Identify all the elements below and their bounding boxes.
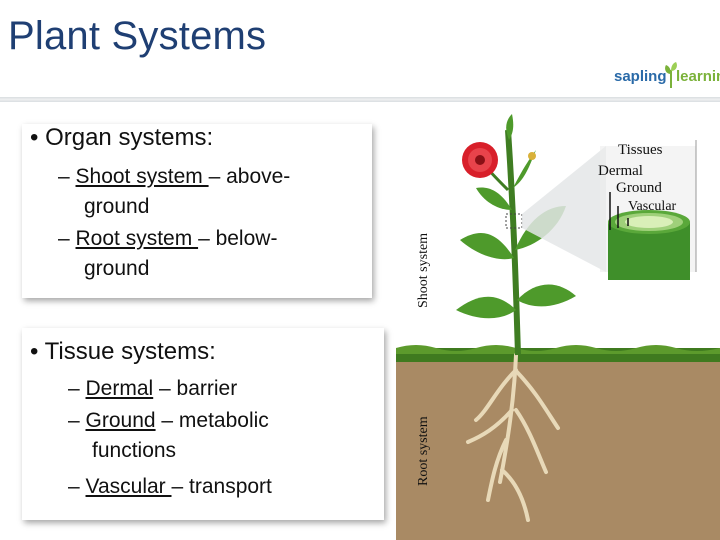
sapling-learning-logo: sapling learning bbox=[612, 62, 720, 92]
organ-systems-card: • Organ systems: – Shoot system – above-… bbox=[22, 124, 372, 298]
logo-text-sapling: sapling bbox=[614, 68, 667, 85]
dash: – bbox=[68, 377, 86, 400]
ground-desc: – metabolic bbox=[155, 409, 269, 432]
organ-systems-heading: • Organ systems: bbox=[30, 124, 214, 151]
root-system-axis-label: Root system bbox=[416, 416, 431, 486]
plant-illustration bbox=[396, 114, 720, 540]
flower-icon bbox=[462, 142, 498, 178]
dermal-item: – Dermal – barrier bbox=[68, 374, 237, 404]
slide-title: Plant Systems bbox=[8, 14, 267, 58]
shoot-system-desc: – above- bbox=[208, 165, 291, 188]
ground-label: Ground bbox=[616, 180, 662, 196]
dermal-label: Dermal bbox=[598, 163, 643, 179]
dash: – bbox=[68, 409, 86, 432]
shoot-system-item: – Shoot system – above- ground bbox=[58, 162, 290, 222]
vascular-desc: – transport bbox=[171, 475, 272, 498]
tissue-systems-card: • Tissue systems: – Dermal – barrier – G… bbox=[22, 328, 384, 520]
dermal-desc: – barrier bbox=[153, 377, 238, 400]
ground-item: – Ground – metabolic functions bbox=[68, 406, 269, 466]
tissue-systems-heading: • Tissue systems: bbox=[30, 338, 216, 365]
ground-desc-cont: functions bbox=[92, 439, 177, 462]
plant-diagram: Shoot system Root system Tissues Dermal … bbox=[396, 110, 720, 540]
dash: – bbox=[58, 227, 76, 250]
header-divider bbox=[0, 97, 720, 102]
vascular-label: Vascular bbox=[628, 199, 677, 214]
shoot-system-desc-cont: ground bbox=[84, 195, 150, 218]
root-system-term: Root system bbox=[75, 227, 199, 250]
dash: – bbox=[58, 165, 76, 188]
root-system-desc-cont: ground bbox=[84, 257, 150, 280]
root-system-desc: – below- bbox=[198, 227, 278, 250]
root-system-item: – Root system – below- ground bbox=[58, 224, 277, 284]
dermal-term: Dermal bbox=[85, 377, 154, 400]
shoot-system-term: Shoot system bbox=[75, 165, 209, 188]
tissues-heading: Tissues bbox=[618, 142, 663, 158]
logo-text-learning: learning bbox=[676, 68, 720, 85]
vascular-item: – Vascular – transport bbox=[68, 472, 272, 502]
dash: – bbox=[68, 475, 86, 498]
vascular-term: Vascular bbox=[85, 475, 172, 498]
shoot-system-axis-label: Shoot system bbox=[416, 232, 431, 308]
sprout-icon bbox=[665, 62, 677, 88]
ground-term: Ground bbox=[85, 409, 156, 432]
